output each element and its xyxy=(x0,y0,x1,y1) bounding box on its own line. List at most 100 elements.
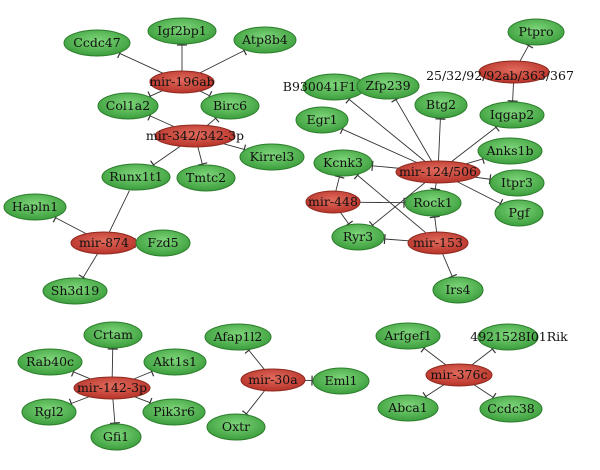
gene-label-iqgap2: Iqgap2 xyxy=(490,107,534,122)
edge-mir342-Runx1t1 xyxy=(150,145,181,170)
gene-node-itpr3[interactable]: Itpr3 xyxy=(489,169,545,197)
gene-label-runx1t1: Runx1t1 xyxy=(109,169,163,184)
mirna-node-mir342[interactable]: mir-342/342-3p xyxy=(146,124,244,148)
gene-label-atp8b4: Atp8b4 xyxy=(241,32,288,47)
gene-node-col1a2[interactable]: Col1a2 xyxy=(97,92,159,120)
gene-label-kirrel3: Kirrel3 xyxy=(250,149,295,164)
gene-node-fzd5[interactable]: Fzd5 xyxy=(135,229,191,257)
gene-node-tmtc2[interactable]: Tmtc2 xyxy=(176,164,236,192)
mirna-ellipse xyxy=(305,190,361,214)
gene-node-anks1b[interactable]: Anks1b xyxy=(477,137,543,165)
gene-node-pgf[interactable]: Pgf xyxy=(494,199,544,227)
gene-ellipse xyxy=(404,189,462,217)
gene-ellipse xyxy=(489,169,545,197)
edge-mir448-Kcnk3 xyxy=(334,175,345,192)
gene-node-ccdc47[interactable]: Ccdc47 xyxy=(63,29,131,57)
edge-mir874-Sh3d19 xyxy=(78,253,98,281)
gene-node-igf2bp1[interactable]: Igf2bp1 xyxy=(147,17,217,45)
gene-node-ptpro[interactable]: Ptpro xyxy=(507,18,565,46)
gene-node-rab40c[interactable]: Rab40c xyxy=(17,348,83,376)
gene-ellipse xyxy=(17,348,83,376)
mirna-node-mir376c[interactable]: mir-376c xyxy=(425,363,493,387)
gene-label-rab40c: Rab40c xyxy=(26,354,74,369)
gene-node-irs4[interactable]: Irs4 xyxy=(432,276,484,304)
gene-node-kirrel3[interactable]: Kirrel3 xyxy=(239,143,305,171)
mirna-ellipse xyxy=(395,160,481,184)
gene-label-afap1l2: Afap1l2 xyxy=(213,329,263,344)
gene-node-pik3r6[interactable]: Pik3r6 xyxy=(142,398,206,426)
edge-mir153-Rock1 xyxy=(429,215,440,233)
gene-label-crtam: Crtam xyxy=(93,327,133,342)
gene-node-egr1[interactable]: Egr1 xyxy=(295,106,349,134)
gene-ellipse xyxy=(313,149,373,177)
gene-label-abca1: Abca1 xyxy=(387,400,427,415)
gene-ellipse xyxy=(414,91,468,119)
gene-node-rgl2[interactable]: Rgl2 xyxy=(21,398,77,426)
gene-node-birc6[interactable]: Birc6 xyxy=(200,92,260,120)
gene-node-akt1s1[interactable]: Akt1s1 xyxy=(143,348,207,376)
gene-node-atp8b4[interactable]: Atp8b4 xyxy=(233,26,297,54)
gene-label-rock1: Rock1 xyxy=(413,195,452,210)
gene-label-akt1s1: Akt1s1 xyxy=(152,354,197,369)
gene-node-zfp239[interactable]: Zfp239 xyxy=(356,72,420,100)
gene-node-hapln1[interactable]: Hapln1 xyxy=(3,193,67,221)
gene-label-tmtc2: Tmtc2 xyxy=(186,170,226,185)
mirna-node-mir196ab[interactable]: mir-196ab xyxy=(149,70,215,94)
mirna-node-mir153[interactable]: mir-153 xyxy=(407,231,469,255)
gene-node-arfgef1[interactable]: Arfgef1 xyxy=(375,322,441,350)
mirna-ellipse xyxy=(425,363,493,387)
gene-ellipse xyxy=(42,277,108,305)
gene-ellipse xyxy=(63,29,131,57)
gene-label-anks1b: Anks1b xyxy=(485,143,533,158)
mirna-ellipse xyxy=(478,60,550,84)
gene-ellipse xyxy=(3,193,67,221)
mirna-ellipse xyxy=(149,70,215,94)
mirna-node-mir124[interactable]: mir-124/506 xyxy=(395,160,481,184)
gene-label-pgf: Pgf xyxy=(508,205,530,220)
gene-label-rik4921528: 4921528I01Rik xyxy=(470,329,568,344)
gene-node-afap1l2[interactable]: Afap1l2 xyxy=(204,323,272,351)
gene-label-zfp239: Zfp239 xyxy=(365,78,410,93)
mirna-node-mir874[interactable]: mir-874 xyxy=(70,231,138,255)
mirna-label-mir25: 25/32/92/92ab/363/367 xyxy=(426,68,574,83)
gene-ellipse xyxy=(142,398,206,426)
gene-node-rik4921528[interactable]: 4921528I01Rik xyxy=(470,323,568,351)
edge-mir124-Rock1 xyxy=(430,182,441,191)
gene-ellipse xyxy=(377,394,439,422)
gene-label-irs4: Irs4 xyxy=(445,282,470,297)
mirna-node-mir30a[interactable]: mir-30a xyxy=(240,368,306,392)
mirna-ellipse xyxy=(73,376,151,400)
mirna-node-mir25[interactable]: 25/32/92/92ab/363/367 xyxy=(426,60,574,84)
gene-label-ryr3: Ryr3 xyxy=(343,229,373,244)
gene-node-ccdc38[interactable]: Ccdc38 xyxy=(479,395,543,423)
mirna-ellipse xyxy=(154,124,236,148)
gene-label-pik3r6: Pik3r6 xyxy=(153,404,195,419)
gene-node-rock1[interactable]: Rock1 xyxy=(404,189,462,217)
edge-mir30a-Afap1l2 xyxy=(244,346,265,370)
gene-node-eml1[interactable]: Eml1 xyxy=(312,367,370,395)
mirna-node-mir448[interactable]: mir-448 xyxy=(305,190,361,214)
gene-label-sh3d19: Sh3d19 xyxy=(51,283,100,298)
edge-mir196ab-Igf2bp1 xyxy=(177,44,187,71)
mirna-label-mir874: mir-874 xyxy=(79,235,129,250)
gene-node-ryr3[interactable]: Ryr3 xyxy=(331,223,385,251)
gene-node-sh3d19[interactable]: Sh3d19 xyxy=(42,277,108,305)
gene-label-eml1: Eml1 xyxy=(325,373,358,388)
gene-node-oxtr[interactable]: Oxtr xyxy=(206,413,266,441)
gene-node-crtam[interactable]: Crtam xyxy=(83,321,143,349)
gene-ellipse xyxy=(200,92,260,120)
gene-node-runx1t1[interactable]: Runx1t1 xyxy=(101,163,171,191)
edge-mir25-Iqgap2 xyxy=(507,82,518,102)
gene-ellipse xyxy=(331,223,385,251)
gene-node-abca1[interactable]: Abca1 xyxy=(377,394,439,422)
gene-node-btg2[interactable]: Btg2 xyxy=(414,91,468,119)
gene-ellipse xyxy=(477,323,539,351)
mirna-node-mir142[interactable]: mir-142-3p xyxy=(73,376,151,400)
gene-node-gfi1[interactable]: Gfi1 xyxy=(90,423,142,451)
gene-label-itpr3: Itpr3 xyxy=(501,175,533,190)
gene-node-kcnk3[interactable]: Kcnk3 xyxy=(313,149,373,177)
gene-node-iqgap2[interactable]: Iqgap2 xyxy=(479,101,545,129)
gene-ellipse xyxy=(83,321,143,349)
